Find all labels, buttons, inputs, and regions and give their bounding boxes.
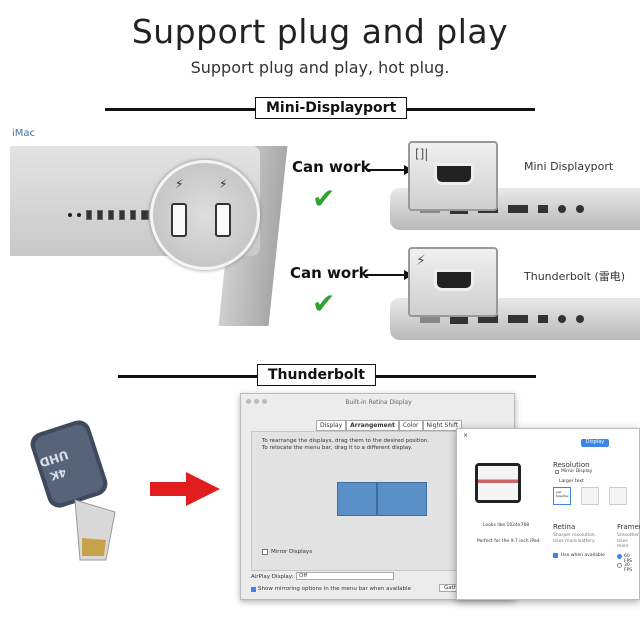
display-rect-secondary[interactable]	[377, 482, 427, 516]
status-can-work-2: Can work	[290, 264, 369, 282]
usb-port	[508, 315, 528, 323]
close-button[interactable]	[246, 399, 251, 404]
fps-60-label: 60 FPS	[624, 554, 633, 564]
thunderbolt-hole	[434, 269, 474, 291]
mirror-displays-label: Mirror Displays	[271, 549, 313, 555]
adapter-image: UHD 4K	[30, 420, 116, 561]
framerate-desc-2: Uses more	[617, 539, 629, 549]
magsafe-port	[420, 315, 440, 323]
tab-bar: Display Arrangement Color Night Shift	[316, 420, 463, 431]
laptop-port-row-2	[420, 314, 584, 324]
adapter-label-4k: 4K	[48, 465, 68, 483]
retina-heading: Retina	[553, 523, 576, 531]
page-title: Support plug and play	[131, 12, 509, 51]
ethernet-port	[141, 210, 149, 220]
close-icon[interactable]: ×	[463, 432, 469, 439]
display-button[interactable]: Display	[581, 439, 609, 447]
tab-night-shift[interactable]: Night Shift	[422, 420, 463, 431]
imac-port-row	[68, 210, 149, 220]
usb-port	[508, 205, 528, 213]
use-when-available-checkbox[interactable]	[553, 553, 558, 558]
port-label-mini-displayport: Mini Displayport	[524, 160, 614, 173]
retina-desc-2: Uses more battery.	[553, 539, 596, 544]
usb-port	[97, 210, 103, 220]
section-label-mini-displayport: Mini-Displayport	[255, 97, 408, 119]
mini-displayport-icon: []|	[415, 147, 429, 161]
display-dialog: × Display Looks like 1024x768 Perfect fo…	[456, 428, 640, 600]
adapter-connector	[74, 499, 116, 561]
section-label-thunderbolt: Thunderbolt	[257, 364, 377, 386]
thunderbolt-port	[171, 203, 187, 237]
fps-60-radio[interactable]	[617, 554, 622, 559]
port-label-thunderbolt: Thunderbolt (雷电)	[524, 270, 626, 283]
audio-port	[68, 213, 72, 217]
larger-text-label: Larger text	[559, 479, 584, 484]
airplay-select[interactable]: Off	[296, 572, 394, 580]
thunderbolt-icon: ⚡	[219, 177, 228, 191]
ipad-screen	[478, 466, 518, 500]
mirror-display-checkbox[interactable]	[555, 470, 559, 474]
red-arrow-icon	[150, 472, 220, 506]
usb-port	[130, 210, 136, 220]
framerate-heading: Framerate	[617, 523, 640, 531]
perfect-for-label: Perfect for the 9.7 inch iPad	[477, 539, 540, 544]
audio-port	[558, 315, 566, 323]
window-title: Built-in Retina Display	[345, 399, 412, 406]
use-when-available-label: Use when available	[561, 553, 605, 558]
resolution-heading: Resolution	[553, 461, 590, 469]
thunderbolt-port	[215, 203, 231, 237]
ipad-preview	[475, 463, 521, 503]
display-rect-primary[interactable]	[337, 482, 377, 516]
resolution-option-selected[interactable]: Just together	[553, 487, 571, 505]
tab-display[interactable]: Display	[316, 420, 347, 431]
resolution-options: Just together	[553, 487, 627, 505]
mini-displayport-port	[538, 205, 548, 213]
page-subtitle: Support plug and play, hot plug.	[190, 58, 450, 77]
usb-port	[86, 210, 92, 220]
check-icon: ✔	[312, 182, 336, 215]
mini-displayport-hole	[434, 163, 474, 185]
usb-port	[108, 210, 114, 220]
show-mirroring-label: Show mirroring options in the menu bar w…	[258, 586, 411, 592]
zoom-button[interactable]	[262, 399, 267, 404]
fps-30-radio[interactable]	[617, 563, 622, 568]
looks-like-label: Looks like 1024x768	[483, 523, 530, 528]
resolution-option[interactable]	[609, 487, 627, 505]
retina-desc-1: Sharper resolution.	[553, 533, 596, 538]
mirror-display-label: Mirror Display	[561, 469, 593, 474]
resolution-option[interactable]	[581, 487, 599, 505]
show-mirroring-checkbox[interactable]	[251, 587, 256, 592]
audio-port	[77, 213, 81, 217]
status-can-work-1: Can work	[292, 158, 371, 176]
firewire-port	[478, 315, 498, 323]
fps-30-label: 30 FPS	[624, 563, 633, 573]
audio-port	[576, 205, 584, 213]
imac-zoom-circle: ⚡ ⚡	[150, 160, 260, 270]
arrow-line-2	[366, 274, 406, 276]
thunderbolt-icon: ⚡	[175, 177, 184, 191]
window-traffic-lights	[246, 399, 267, 404]
tab-arrangement[interactable]: Arrangement	[346, 420, 399, 431]
thunderbolt-icon: ⚡	[416, 253, 426, 269]
framerate-desc-1: Smoother	[617, 533, 639, 538]
audio-port	[558, 205, 566, 213]
arrow-line-1	[366, 169, 406, 171]
check-icon: ✔	[312, 287, 336, 320]
airplay-label: AirPlay Display:	[251, 574, 294, 580]
ethernet-port	[450, 314, 468, 324]
minimize-button[interactable]	[254, 399, 259, 404]
resolution-option-text: Just together	[556, 490, 569, 498]
thunderbolt-port	[538, 315, 548, 323]
adapter-body	[30, 420, 108, 508]
instructions-line-1: To rearrange the displays, drag them to …	[262, 438, 430, 444]
usb-port	[119, 210, 125, 220]
tab-color[interactable]: Color	[398, 420, 423, 431]
imac-label: iMac	[12, 128, 36, 139]
thunderbolt-zoom-box: ⚡	[408, 247, 498, 317]
instructions-line-2: To relocate the menu bar, drag it to a d…	[262, 445, 413, 451]
mdp-zoom-box: []|	[408, 141, 498, 211]
audio-port	[576, 315, 584, 323]
mirror-displays-checkbox[interactable]	[262, 549, 268, 555]
